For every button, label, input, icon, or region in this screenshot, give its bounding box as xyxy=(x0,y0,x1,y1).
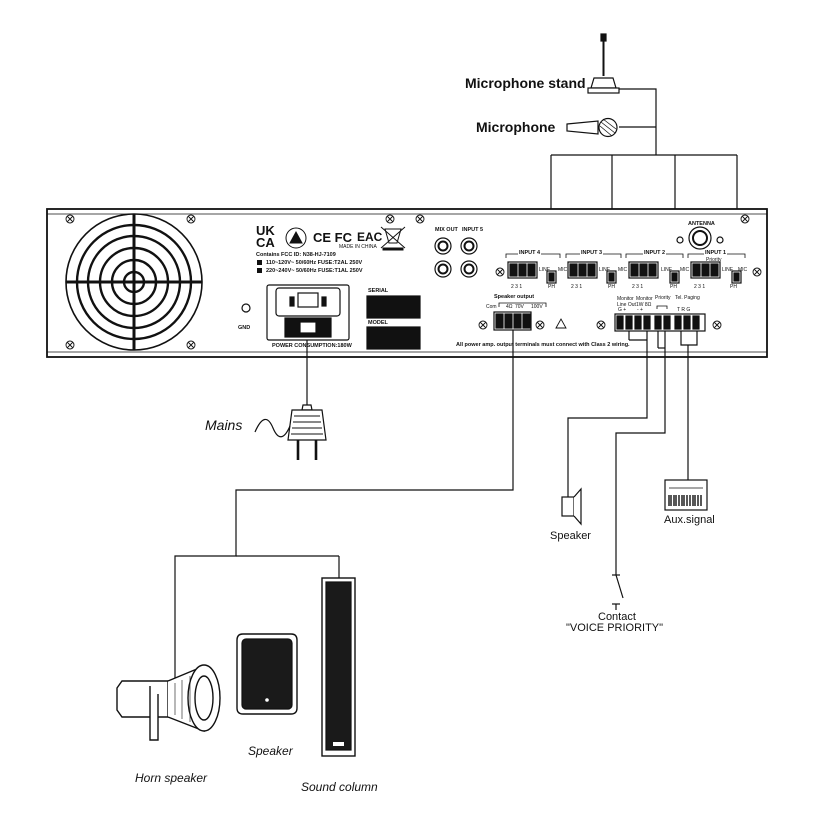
monitor-line-out-label: Monitor Line Out xyxy=(617,296,636,308)
input3-pins: 2 3 1 xyxy=(571,284,583,290)
input2-label: INPUT 2 xyxy=(643,250,667,257)
ac-wave-icon xyxy=(254,418,291,438)
input-4-terminal xyxy=(507,261,557,284)
speaker-output-terminal xyxy=(493,302,547,331)
speaker-label-left: Speaker xyxy=(248,744,293,758)
horn-speaker-label: Horn speaker xyxy=(135,771,208,785)
uk-mark: UK xyxy=(256,223,275,238)
v100-label: 100V xyxy=(531,304,543,310)
v70-label: 70V xyxy=(515,304,524,310)
speaker-symbol-icon xyxy=(561,487,582,526)
serial-label: SERIAL xyxy=(368,288,389,294)
input4-pins: 2 3 1 xyxy=(511,284,523,290)
antenna-connector-icon xyxy=(676,226,724,250)
mains-plug-icon xyxy=(287,404,327,460)
microphone-label: Microphone xyxy=(476,119,556,135)
control-terminal-block xyxy=(614,305,706,332)
contact-switch-icon xyxy=(612,574,624,605)
input-2-terminal xyxy=(628,261,680,284)
priority-terminal-label: Priority xyxy=(655,295,671,301)
g-plus-label: G + xyxy=(618,307,627,313)
speaker-output-label: Speaker output xyxy=(494,294,535,300)
ca-mark: CA xyxy=(256,235,275,250)
mains-label: Mains xyxy=(205,417,243,433)
sound-column-icon xyxy=(321,577,356,757)
aux-signal-device-icon xyxy=(664,479,708,511)
minus-plus-label: - + xyxy=(637,307,643,313)
input1-ph-label: PH xyxy=(730,284,737,290)
power-inlet-icon xyxy=(266,284,350,341)
input-3-terminal xyxy=(567,261,617,284)
input3-line-label: LINE xyxy=(599,267,611,273)
antenna-label: ANTENNA xyxy=(688,221,715,227)
monitor-1w-label: Monitor 1W 8Ω xyxy=(636,296,653,308)
ce-fc-mark: CE FC xyxy=(313,230,352,245)
input1-line-label: LINE xyxy=(722,267,734,273)
power-consumption-text: POWER CONSUMPTION:180W xyxy=(272,343,352,349)
voltage-check-box-2 xyxy=(257,268,262,273)
input5-label: INPUT 5 xyxy=(462,227,484,233)
input2-line-label: LINE xyxy=(661,267,673,273)
mix-out-label: MIX OUT xyxy=(435,227,458,233)
input3-ph-label: PH xyxy=(608,284,615,290)
ohm4-label: 4Ω xyxy=(506,304,513,310)
input1-label: INPUT 1 xyxy=(704,250,728,257)
microphone-stand-label: Microphone stand xyxy=(465,75,586,91)
warning-triangle-icon xyxy=(555,318,567,329)
cooling-fan-icon xyxy=(65,213,203,351)
input3-mic-label: MIC xyxy=(618,267,628,273)
fcc-id-text: Contains FCC ID: N38-HJ-7109 xyxy=(256,252,336,258)
input2-mic-label: MIC xyxy=(680,267,690,273)
tel-paging-label: Tel. Paging xyxy=(675,295,700,301)
input4-mic-label: MIC xyxy=(558,267,568,273)
com-label: Com xyxy=(486,304,497,310)
gnd-terminal-icon xyxy=(241,303,251,313)
contact-label: Contact xyxy=(598,611,636,623)
fuse-rating-1: 110~120V~ 50/60Hz FUSE:T2AL 250V xyxy=(266,260,363,266)
rca-jacks-icon xyxy=(434,237,478,278)
eac-mark: EAC xyxy=(357,230,383,244)
model-label: MODEL xyxy=(368,320,388,326)
voltage-check-box xyxy=(257,260,262,265)
aux-signal-label: Aux.signal xyxy=(664,514,715,526)
horn-speaker-icon xyxy=(116,664,221,741)
input4-ph-label: PH xyxy=(548,284,555,290)
trg-label: T R G xyxy=(677,307,691,313)
panel-screws xyxy=(65,214,762,350)
priority-label: Priority xyxy=(706,257,722,263)
class2-warning-text: All power amp. output terminals must con… xyxy=(456,342,630,348)
input2-pins: 2 3 1 xyxy=(632,284,644,290)
input-1-terminal xyxy=(690,261,742,284)
serial-label-box xyxy=(366,295,421,319)
input4-line-label: LINE xyxy=(539,267,551,273)
box-speaker-icon xyxy=(236,633,298,715)
made-in-china-text: MADE IN CHINA xyxy=(339,244,377,250)
input3-label: INPUT 3 xyxy=(580,250,604,257)
weee-bin-icon xyxy=(380,226,406,251)
gnd-label: GND xyxy=(238,325,251,331)
input1-pins: 2 3 1 xyxy=(694,284,706,290)
safety-triangle-logo-icon xyxy=(285,227,307,249)
model-label-box xyxy=(366,326,421,350)
input4-label: INPUT 4 xyxy=(518,250,542,257)
speaker-label-right: Speaker xyxy=(550,530,591,542)
sound-column-label: Sound column xyxy=(301,780,378,794)
voice-priority-label: "VOICE PRIORITY" xyxy=(566,622,664,634)
microphone-icon xyxy=(566,117,618,138)
fuse-rating-2: 220~240V~ 50/60Hz FUSE:T1AL 250V xyxy=(266,268,363,274)
microphone-stand-icon xyxy=(587,33,620,94)
input2-ph-label: PH xyxy=(670,284,677,290)
input1-mic-label: MIC xyxy=(738,267,748,273)
